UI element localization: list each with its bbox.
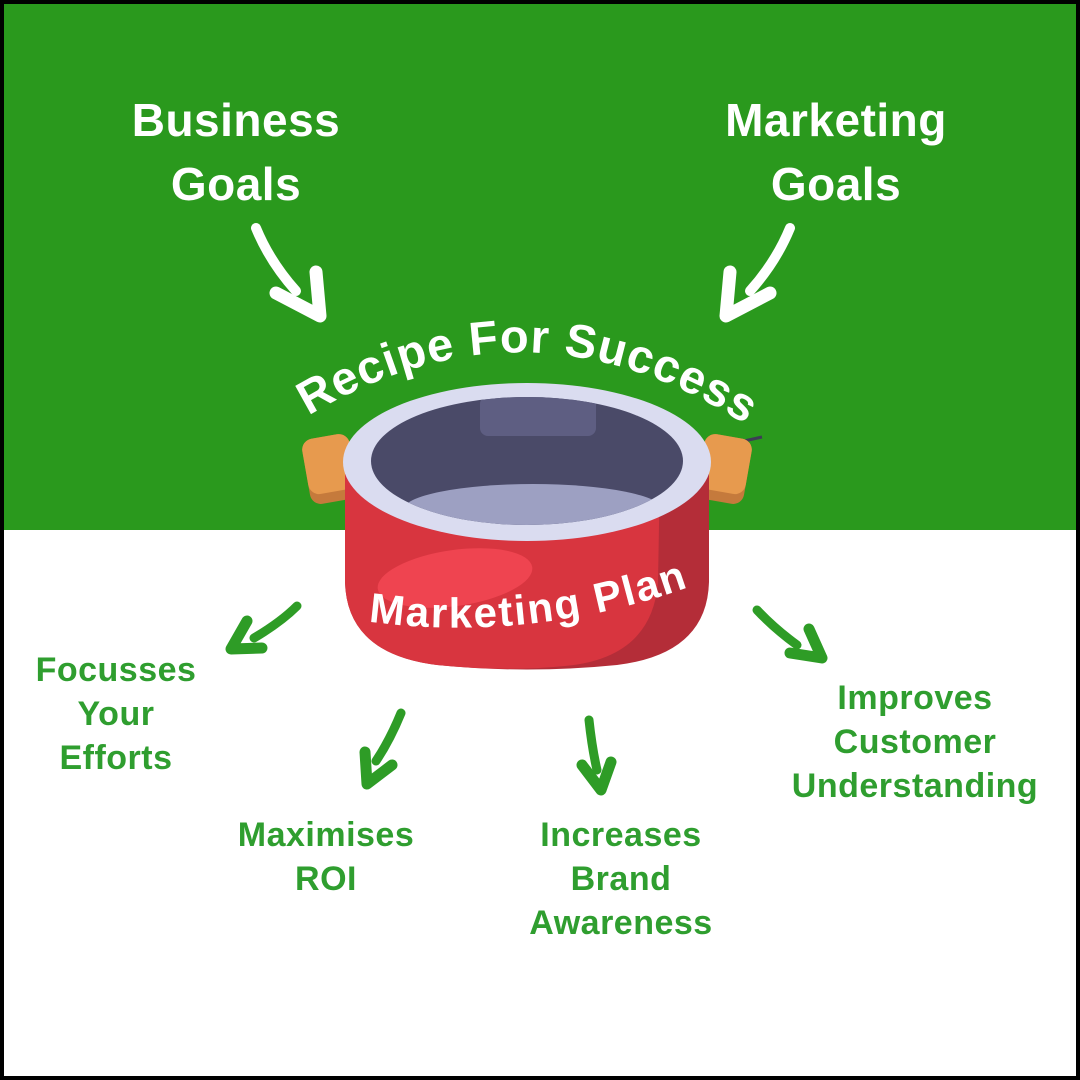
arrow-down-left-icon <box>719 223 795 323</box>
arrow-down-right-small-icon <box>752 605 828 664</box>
arrow-down-left-small-icon <box>359 708 406 790</box>
arrow-down-right-icon <box>251 223 327 323</box>
benefit-focusses-efforts-label: Focusses Your Efforts <box>35 651 197 777</box>
cooking-pot-illustration: Marketing Plan <box>302 383 763 670</box>
handle-detail-line <box>743 435 763 443</box>
pot-body-highlight <box>377 548 533 608</box>
benefit-brand-awareness-label: Increases Brand Awareness <box>529 816 713 942</box>
benefit-maximises-roi-label: Maximises ROI <box>237 816 415 898</box>
pot-interior-reflection <box>480 397 596 436</box>
arrow-left-down-icon <box>225 601 302 655</box>
pot-right-handle <box>696 434 752 504</box>
benefit-customer-understanding-label: Improves Customer Understanding <box>791 679 1039 805</box>
pot-left-handle <box>302 434 358 504</box>
marketing-goals-label: Marketing Goals <box>725 94 947 210</box>
arrow-down-icon <box>576 715 617 796</box>
business-goals-label: Business Goals <box>131 94 341 210</box>
